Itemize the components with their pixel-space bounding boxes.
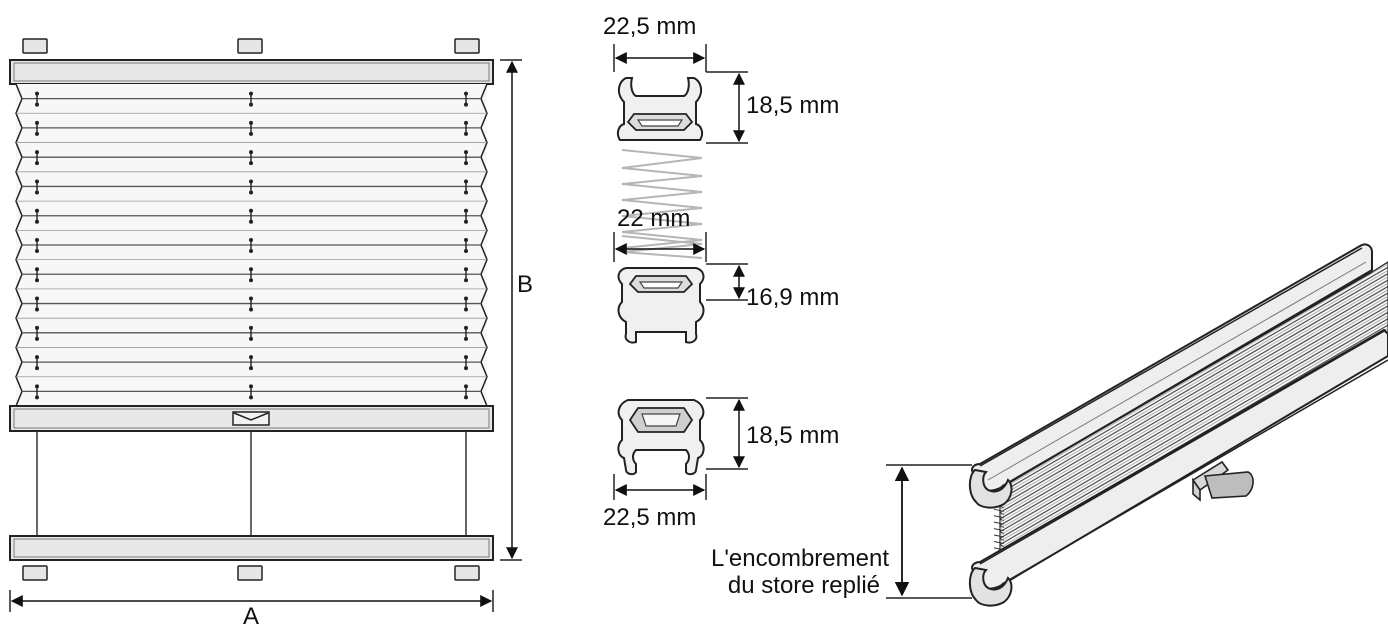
folded-note-line2: du store replié	[728, 572, 880, 599]
profile-bottom	[617, 399, 705, 476]
profile-bottom-width-dim: 22,5 mm	[603, 474, 707, 531]
folded-note-line1: L'encombrement	[711, 545, 889, 572]
spring-top	[621, 149, 703, 249]
folded-height-dim	[886, 464, 972, 599]
tension-cords	[36, 431, 467, 536]
top-brackets	[22, 38, 480, 54]
handle-icon	[232, 411, 270, 426]
blind-front-view: A B	[9, 38, 533, 630]
profile-top-width: 22,5 mm	[603, 13, 696, 40]
profile-middle-height: 16,9 mm	[746, 284, 839, 311]
profile-bottom-width: 22,5 mm	[603, 504, 696, 531]
profile-top-height-dim: 18,5 mm	[706, 71, 839, 144]
profile-middle	[617, 267, 705, 344]
dimension-a: A	[9, 590, 494, 630]
iso-bottom-endcap	[968, 566, 1013, 607]
head-rail	[9, 59, 494, 85]
profile-middle-width-dim: 22 mm	[613, 205, 707, 262]
folded-blind-isometric: L'encombrement du store replié	[711, 243, 1388, 607]
bottom-brackets	[22, 565, 480, 581]
profile-middle-height-dim: 16,9 mm	[706, 263, 839, 311]
dimension-b: B	[500, 59, 533, 561]
profile-top-width-dim: 22,5 mm	[603, 13, 707, 72]
iso-handle-icon	[1191, 460, 1254, 502]
profile-middle-width: 22 mm	[617, 205, 690, 232]
dimension-b-label: B	[517, 271, 533, 298]
dimension-a-label: A	[243, 603, 259, 626]
iso-top-endcap	[968, 468, 1013, 509]
profile-top	[616, 77, 704, 141]
profile-top-height: 18,5 mm	[746, 92, 839, 119]
bottom-rail	[9, 535, 494, 561]
profile-bottom-height-dim: 18,5 mm	[706, 397, 839, 470]
pleated-fabric	[15, 83, 488, 407]
rail-profiles: 22,5 mm 18,5 mm 22 mm 16,9 mm	[603, 13, 839, 531]
profile-bottom-height: 18,5 mm	[746, 422, 839, 449]
